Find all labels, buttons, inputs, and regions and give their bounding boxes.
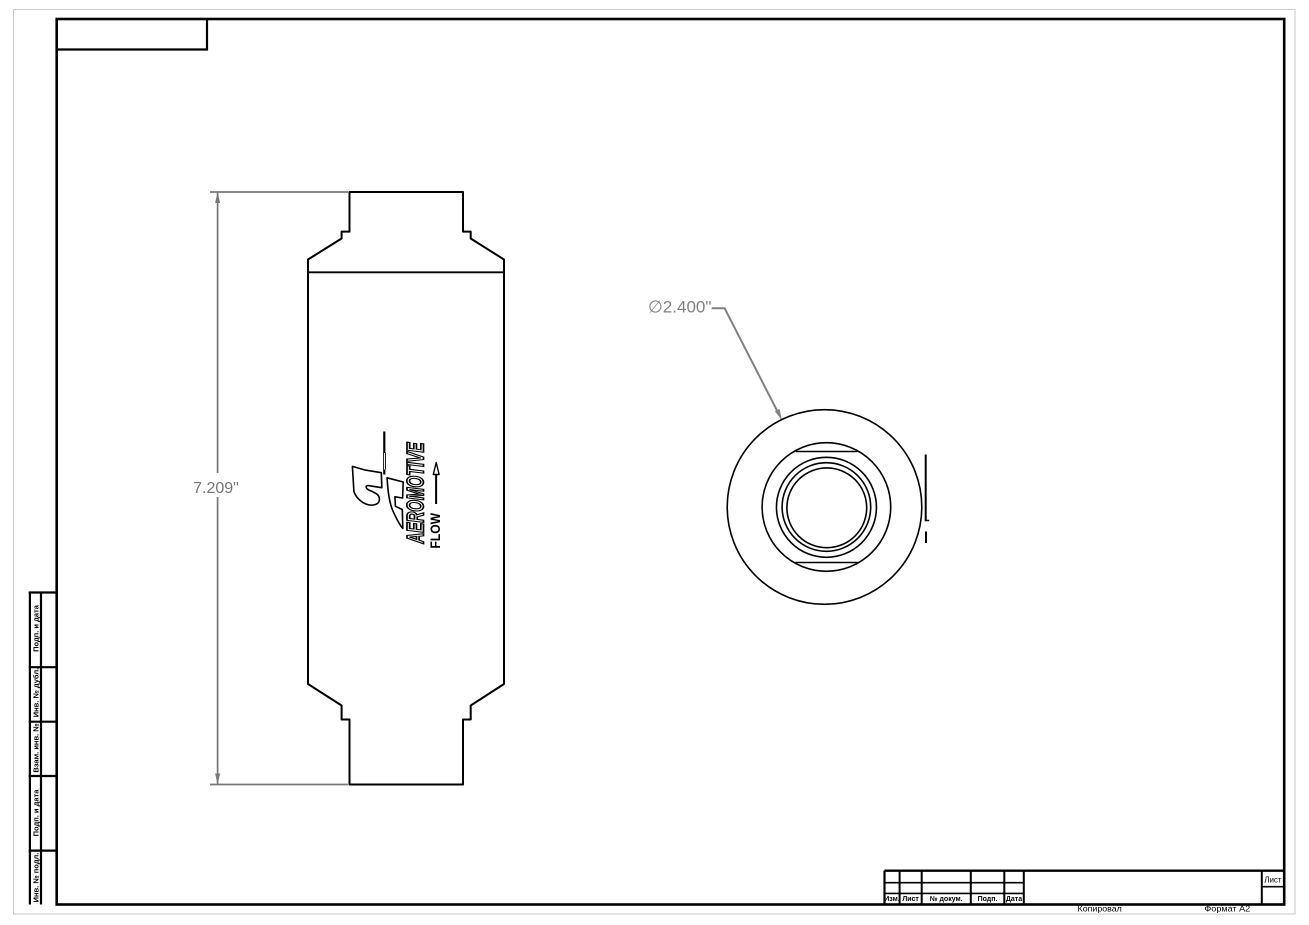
svg-text:Подп. и дата: Подп. и дата [32,604,41,652]
svg-text:Лист: Лист [902,896,919,903]
svg-text:Подп.: Подп. [978,896,998,903]
svg-text:Подп. и дата: Подп. и дата [32,789,41,837]
svg-text:Взам. инв. №: Взам. инв. № [32,723,41,772]
svg-text:∅2.400": ∅2.400" [648,298,711,317]
svg-text:AEROMOTIVE: AEROMOTIVE [403,442,430,544]
svg-text:7.209": 7.209" [193,480,239,497]
svg-text:Инв. № подл.: Инв. № подл. [32,853,41,903]
svg-text:Инв. № дубл.: Инв. № дубл. [32,668,41,717]
svg-text:Дата: Дата [1006,896,1022,903]
svg-text:№ докум.: № докум. [930,895,963,903]
svg-text:FLOW: FLOW [427,512,443,548]
svg-text:Изм.: Изм. [884,896,900,903]
svg-text:Копировал: Копировал [1078,904,1122,914]
svg-text:Формат А2: Формат А2 [1204,904,1250,914]
svg-text:Лист: Лист [1264,876,1282,885]
